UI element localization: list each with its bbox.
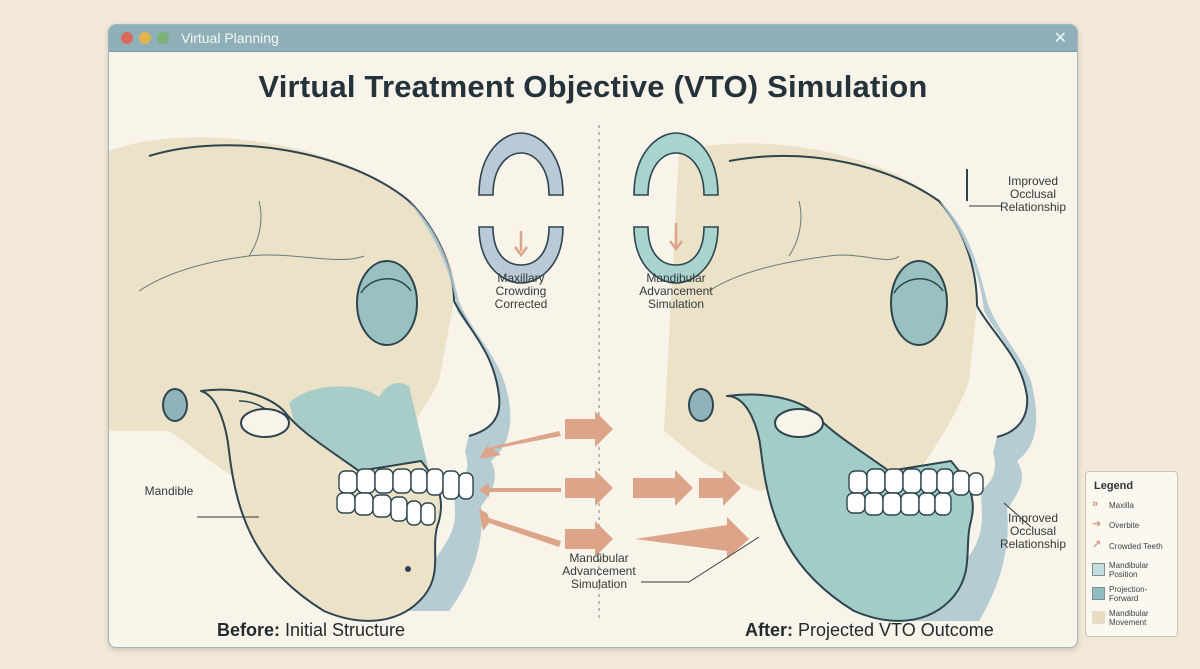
label-line: Improved (1007, 511, 1059, 525)
legend-label-line: Position (1109, 570, 1138, 579)
arrow-after-1 (633, 470, 693, 506)
caption-after: After: Projected VTO Outcome (745, 620, 994, 641)
close-window-dot[interactable] (121, 32, 133, 44)
label-line: Relationship (999, 537, 1067, 551)
double-chevron-icon: » (1092, 498, 1099, 510)
legend-label-line: Movement (1109, 618, 1147, 627)
page-title: Virtual Treatment Objective (VTO) Simula… (258, 69, 928, 104)
arrow-after-2 (699, 470, 741, 506)
minimize-window-dot[interactable] (139, 32, 151, 44)
legend-label-line: Forward (1109, 594, 1139, 603)
arch-before (478, 132, 564, 284)
arrow-right-icon: ➔ (1092, 518, 1102, 530)
legend-label: Mandibular Position (1109, 561, 1149, 579)
label-line: Mandibular (646, 271, 706, 285)
label-line: Relationship (999, 200, 1067, 214)
label-line: Occlusal (1009, 524, 1056, 538)
legend-label: Overbite (1109, 521, 1140, 530)
label-line: Mandibular (569, 551, 629, 565)
label-line: Maxillary (497, 271, 545, 285)
arrow-upper-diagonal (479, 431, 561, 459)
legend-label: Projection- Forward (1109, 585, 1147, 603)
arrow-middle-right (565, 470, 613, 506)
arch-after (633, 132, 719, 284)
label-mandibular-advancement-bottom: Mandibular Advancement Simulation (549, 552, 649, 591)
legend-swatch (1092, 587, 1105, 600)
legend-title: Legend (1094, 480, 1134, 492)
label-line: Simulation (570, 577, 628, 591)
vto-illustration (109, 125, 1037, 622)
legend-swatch (1092, 563, 1105, 576)
app-window: Virtual Planning ✕ Virtual Treatment Obj… (108, 24, 1078, 648)
arrow-lower-right (565, 521, 613, 557)
legend-swatch (1092, 611, 1105, 624)
label-line: Crowding (495, 284, 547, 298)
leader-lines (197, 205, 1032, 583)
label-line: Improved (1007, 174, 1059, 188)
close-icon[interactable]: ✕ (1053, 30, 1067, 47)
title-bar: Virtual Planning ✕ (109, 25, 1077, 52)
legend-label: Maxilla (1109, 501, 1134, 510)
arrow-diagonal-icon: ↗ (1092, 539, 1102, 551)
legend-label: Mandibular Movement (1109, 609, 1149, 627)
label-line: Occlusal (1009, 187, 1056, 201)
caption-after-text: Projected VTO Outcome (793, 620, 994, 640)
window-title: Virtual Planning (181, 30, 279, 46)
caption-before-bold: Before: (217, 620, 281, 640)
caption-before: Before: Initial Structure (217, 620, 405, 641)
arrow-middle-left (489, 488, 561, 492)
legend-label-line: Mandibular (1109, 609, 1149, 618)
arrow-after-long (635, 517, 749, 559)
label-mandible: Mandible (144, 484, 194, 498)
legend-label: Crowded Teeth (1109, 542, 1163, 551)
label-maxillary-crowding: Maxillary Crowding Corrected (469, 272, 573, 311)
caption-before-text: Initial Structure (280, 620, 406, 640)
label-line: Advancement (639, 284, 713, 298)
label-improved-occlusal-bottom: Improved Occlusal Relationship (993, 512, 1073, 551)
label-improved-occlusal-top: Improved Occlusal Relationship (993, 175, 1073, 214)
maximize-window-dot[interactable] (157, 32, 169, 44)
caption-after-bold: After: (745, 620, 793, 640)
arrow-lower-diagonal (479, 509, 561, 547)
legend-label-line: Projection- (1109, 585, 1148, 594)
movement-arrows (479, 411, 749, 559)
legend-panel: Legend » Maxilla ➔ Overbite ↗ Crowded Te… (1085, 471, 1178, 637)
label-mandibular-advancement-top: Mandibular Advancement Simulation (624, 272, 728, 311)
label-line: Advancement (562, 564, 636, 578)
legend-label-line: Mandibular (1109, 561, 1149, 570)
skull-after (664, 143, 1037, 622)
label-line: Simulation (647, 297, 705, 311)
label-line: Corrected (494, 297, 548, 311)
skull-before (109, 137, 511, 622)
arrow-upper-right (565, 411, 613, 447)
